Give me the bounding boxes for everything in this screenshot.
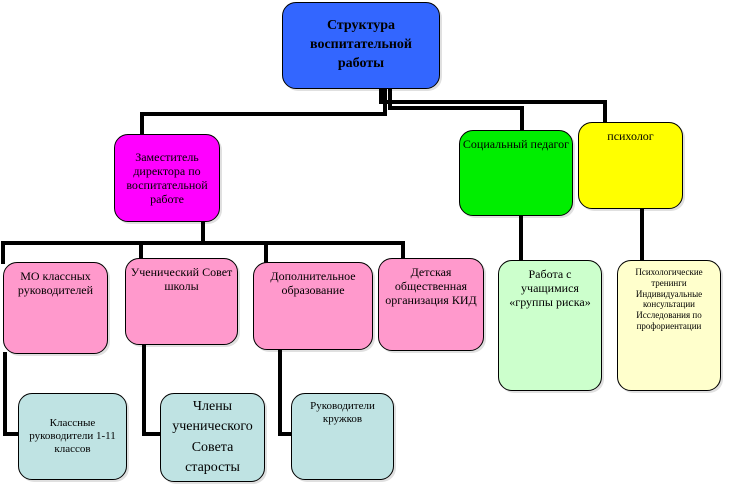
social-pedagogue-node: Социальный педагог	[459, 130, 573, 216]
risk-group-node: Работа с учащимися «группы риска»	[498, 260, 602, 391]
psychologist-node: психолог	[578, 122, 683, 209]
psych-activities-node: Психологические тренинги Индивидуальные …	[617, 260, 721, 391]
kid-org-node: Детская общественная организация КИД	[378, 258, 484, 351]
student-council-node: Ученический Совет школы	[125, 258, 238, 345]
connector-root-deputy	[140, 88, 387, 136]
mo-class-label: МО классных руководителей	[17, 269, 94, 298]
club-leaders-node: Руководители кружков	[291, 393, 394, 480]
council-members-label: Члены ученического Совета старосты	[172, 398, 253, 475]
additional-edu-label: Дополнительное образование	[270, 269, 356, 298]
class-teachers-node: Классные руководители 1-11 классов	[18, 393, 127, 480]
social-pedagogue-label: Социальный педагог	[462, 137, 570, 151]
connector-council-members	[142, 343, 162, 436]
council-members-node: Члены ученического Совета старосты	[160, 393, 265, 482]
psychologist-label: психолог	[607, 129, 654, 143]
connector-root-social	[388, 88, 524, 132]
psych-activities-label: Психологические тренинги Индивидуальные …	[635, 267, 703, 331]
connector-root-psychologist	[379, 88, 607, 124]
kid-org-label: Детская общественная организация КИД	[385, 265, 477, 308]
connector-additional-clubs	[278, 348, 293, 436]
class-teachers-label: Классные руководители 1-11 классов	[29, 417, 116, 455]
root-node-label: Структура воспитательной работы	[310, 18, 412, 71]
deputy-node: Заместитель директора по воспитательной …	[114, 134, 220, 222]
deputy-node-label: Заместитель директора по воспитательной …	[126, 149, 208, 207]
connector-mo-class-teachers	[3, 352, 20, 436]
mo-class-node: МО классных руководителей	[3, 262, 108, 354]
student-council-label: Ученический Совет школы	[130, 265, 233, 294]
root-node: Структура воспитательной работы	[282, 2, 440, 89]
additional-edu-node: Дополнительное образование	[253, 262, 373, 350]
club-leaders-label: Руководители кружков	[310, 400, 375, 425]
risk-group-label: Работа с учащимися «группы риска»	[509, 267, 591, 310]
